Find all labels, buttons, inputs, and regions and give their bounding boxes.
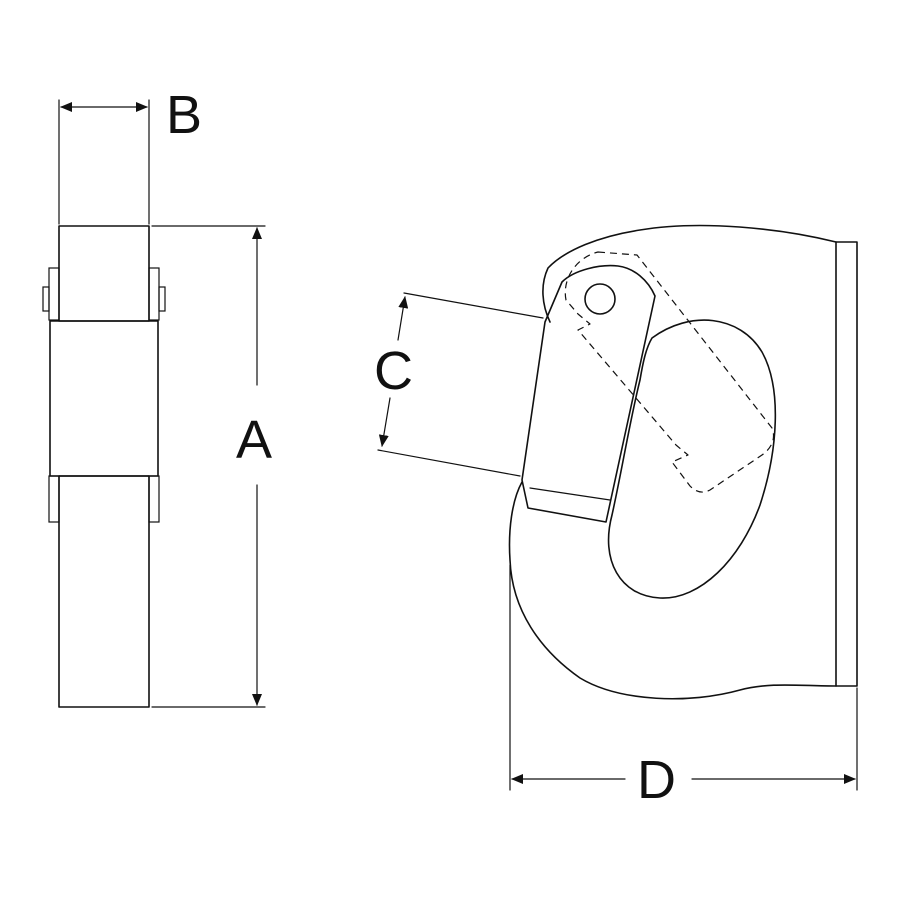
- label-c: C: [374, 341, 413, 401]
- side-view-right-upper-pin: [158, 286, 166, 312]
- dimension-d: D: [509, 564, 858, 810]
- dimension-c-line-lower: [378, 397, 391, 447]
- side-view-right-upper-lug: [148, 267, 160, 321]
- dimension-c: C: [374, 292, 544, 477]
- latch-plate: [521, 264, 656, 523]
- dimension-c-extension-bottom: [377, 449, 521, 477]
- latch-open-position: [564, 251, 775, 493]
- hook-throat: [607, 319, 777, 599]
- side-view-top-block: [58, 225, 150, 322]
- dimension-c-extension-top: [403, 292, 544, 319]
- hook-body-outline: [508, 224, 837, 700]
- side-view-left-upper-pin: [42, 286, 50, 312]
- front-view: [508, 224, 858, 700]
- side-view-bottom-block: [58, 475, 150, 708]
- label-d: D: [637, 750, 676, 810]
- dimension-b: B: [58, 85, 202, 225]
- label-a: A: [236, 410, 272, 470]
- dimension-c-line-upper: [397, 296, 409, 341]
- side-view-left-lower-lug: [48, 475, 60, 523]
- front-view-back-plate: [835, 241, 858, 687]
- side-view-left-upper-lug: [48, 267, 60, 321]
- dimension-a: A: [151, 225, 272, 708]
- side-view: [42, 225, 166, 708]
- side-view-middle-band: [49, 320, 159, 477]
- latch-pivot-pin: [584, 283, 616, 315]
- latch-plate-edge: [529, 487, 611, 501]
- side-view-right-lower-lug: [148, 475, 160, 523]
- label-b: B: [166, 85, 202, 145]
